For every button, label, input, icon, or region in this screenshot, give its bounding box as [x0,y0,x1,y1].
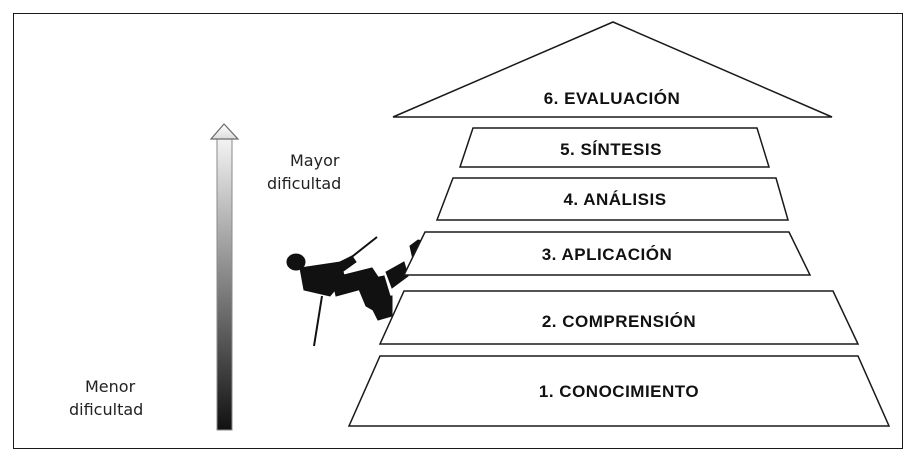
level-6-evaluacion: 6. EVALUACIÓN [392,21,833,118]
level-6-label: 6. EVALUACIÓN [544,89,681,108]
level-1-conocimiento: 1. CONOCIMIENTO [347,355,891,427]
level-2-label: 2. COMPRENSIÓN [542,312,696,331]
bottom-label-line1: Menor [85,377,136,396]
level-4-label: 4. ANÁLISIS [563,190,666,209]
level-4-analisis: 4. ANÁLISIS [435,177,789,221]
difficulty-arrow [209,123,240,431]
top-label-line2: dificultad [267,174,341,193]
level-3-aplicacion: 3. APLICACIÓN [402,231,812,276]
level-3-label: 3. APLICACIÓN [542,245,673,264]
level-1-label: 1. CONOCIMIENTO [539,382,699,401]
pyramid: 1. CONOCIMIENTO 2. COMPRENSIÓN 3. APLICA… [347,21,891,427]
level-2-comprension: 2. COMPRENSIÓN [378,290,860,345]
level-5-sintesis: 5. SÍNTESIS [458,127,771,168]
bottom-label-line2: dificultad [69,400,143,419]
level-5-label: 5. SÍNTESIS [560,140,662,159]
top-label-line1: Mayor [290,151,340,170]
